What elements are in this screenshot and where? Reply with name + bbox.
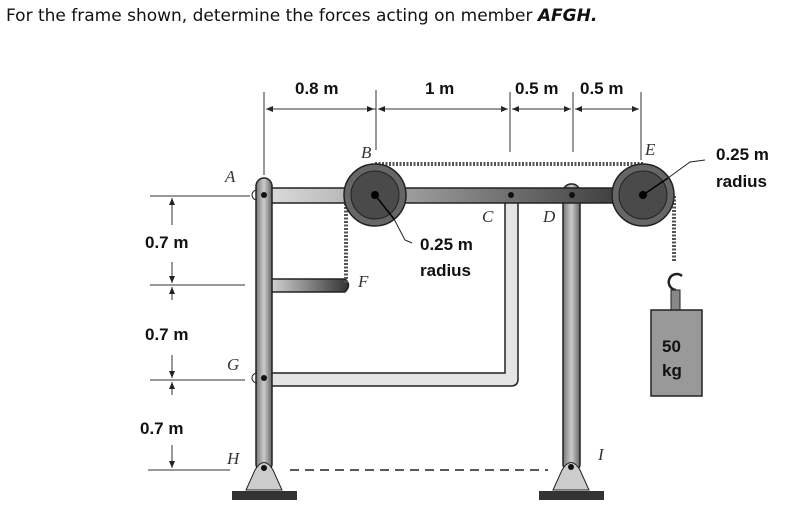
dim-0-7m-bottom: 0.7 m [140, 419, 183, 438]
dim-0-5m-b: 0.5 m [580, 79, 623, 98]
problem-statement: For the frame shown, determine the force… [6, 6, 597, 26]
label-d: D [542, 207, 556, 226]
member-be [263, 187, 645, 204]
weight-mass: 50 [662, 337, 681, 356]
pulley-b-radius-value: 0.25 m [420, 235, 473, 254]
weight-unit: kg [662, 361, 682, 380]
period: . [590, 6, 598, 26]
dim-1m: 1 m [425, 79, 454, 98]
label-f: F [357, 272, 369, 291]
label-b: B [361, 143, 372, 162]
weight-50kg [650, 272, 703, 397]
dim-0-7m-mid: 0.7 m [145, 325, 188, 344]
pulley-e [611, 159, 706, 227]
pulley-b-radius-label: radius [420, 261, 471, 280]
label-e: E [644, 140, 656, 159]
support-i [539, 462, 604, 500]
member-afgh [255, 177, 273, 473]
member-name: AFGH [537, 6, 591, 26]
member-arm-f [265, 278, 350, 293]
pulley-b [343, 163, 413, 244]
horizontal-dimensions [263, 90, 642, 175]
dim-0-7m-top: 0.7 m [145, 233, 188, 252]
problem-text: For the frame shown, determine the force… [6, 6, 538, 26]
pulley-e-radius-value: 0.25 m [716, 145, 769, 164]
pulley-e-radius-label: radius [716, 172, 767, 191]
dim-0-8m: 0.8 m [295, 79, 338, 98]
vertical-dimensions [148, 195, 250, 471]
label-a: A [224, 167, 236, 186]
label-i: I [597, 445, 605, 464]
label-g: G [227, 355, 239, 374]
support-h [232, 462, 297, 500]
label-c: C [482, 207, 494, 226]
cable [344, 162, 676, 284]
label-h: H [226, 449, 241, 468]
member-di [562, 183, 581, 473]
dim-0-5m-a: 0.5 m [515, 79, 558, 98]
pins [261, 192, 575, 381]
